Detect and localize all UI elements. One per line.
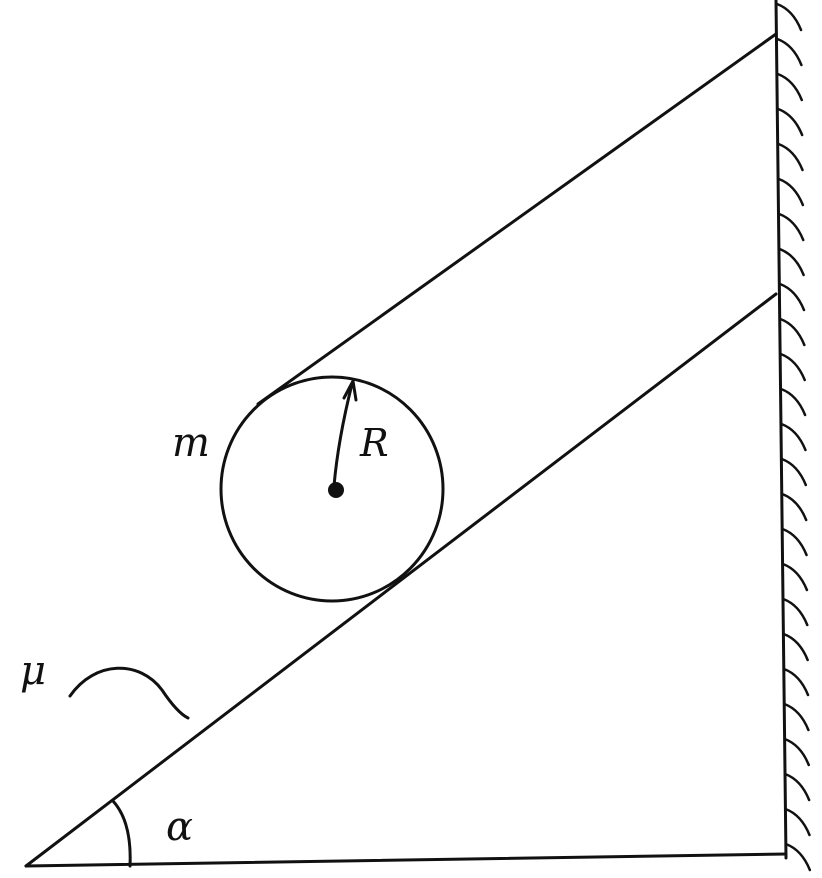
angle-label: α (166, 804, 193, 850)
wall-hatch-mark (776, 72, 804, 102)
friction-indicator-line (68, 666, 190, 720)
wall-hatch-mark (779, 317, 806, 347)
wall-hatch-mark (778, 282, 806, 312)
wall-hatch-mark (775, 2, 803, 32)
upper-rail (256, 32, 778, 406)
wall-hatch-mark (777, 142, 804, 172)
wall-hatch-mark (779, 352, 806, 382)
wall-hatching (775, 2, 812, 872)
wall-hatch-mark (777, 212, 805, 242)
wall-hatch-mark (776, 107, 804, 137)
wall-hatch-mark (782, 632, 809, 662)
wall (774, 0, 812, 872)
wall-hatch-mark (776, 37, 803, 67)
wall-hatch-mark (782, 597, 809, 627)
wall-hatch-mark (780, 457, 808, 487)
cylinder (219, 375, 445, 603)
radius-arrow-shaft (332, 382, 354, 488)
cylinder-center-dot (328, 482, 344, 498)
wall-hatch-mark (781, 527, 808, 557)
wall-hatch-mark (784, 842, 812, 872)
wedge-incline (24, 292, 778, 868)
wall-hatch-mark (779, 387, 807, 417)
wedge (24, 292, 788, 868)
radius-arrow-head (342, 379, 358, 402)
wedge-base (24, 852, 788, 868)
wall-hatch-mark (783, 702, 810, 732)
wall-line (774, 0, 788, 860)
wall-hatch-mark (777, 177, 805, 207)
wall-hatch-mark (780, 492, 808, 522)
wall-hatch-mark (783, 772, 811, 802)
wall-hatch-mark (780, 422, 807, 452)
friction-label: μ (20, 648, 46, 694)
wall-hatch-mark (784, 807, 811, 837)
wall-hatch-mark (783, 737, 811, 767)
mass-label: m (172, 420, 210, 466)
radius-label: R (359, 421, 389, 465)
wall-hatch-mark (782, 667, 810, 697)
wall-hatch-mark (778, 247, 805, 277)
cylinder-outline (219, 375, 445, 603)
wall-hatch-mark (781, 562, 809, 592)
angle-arc (111, 799, 132, 868)
